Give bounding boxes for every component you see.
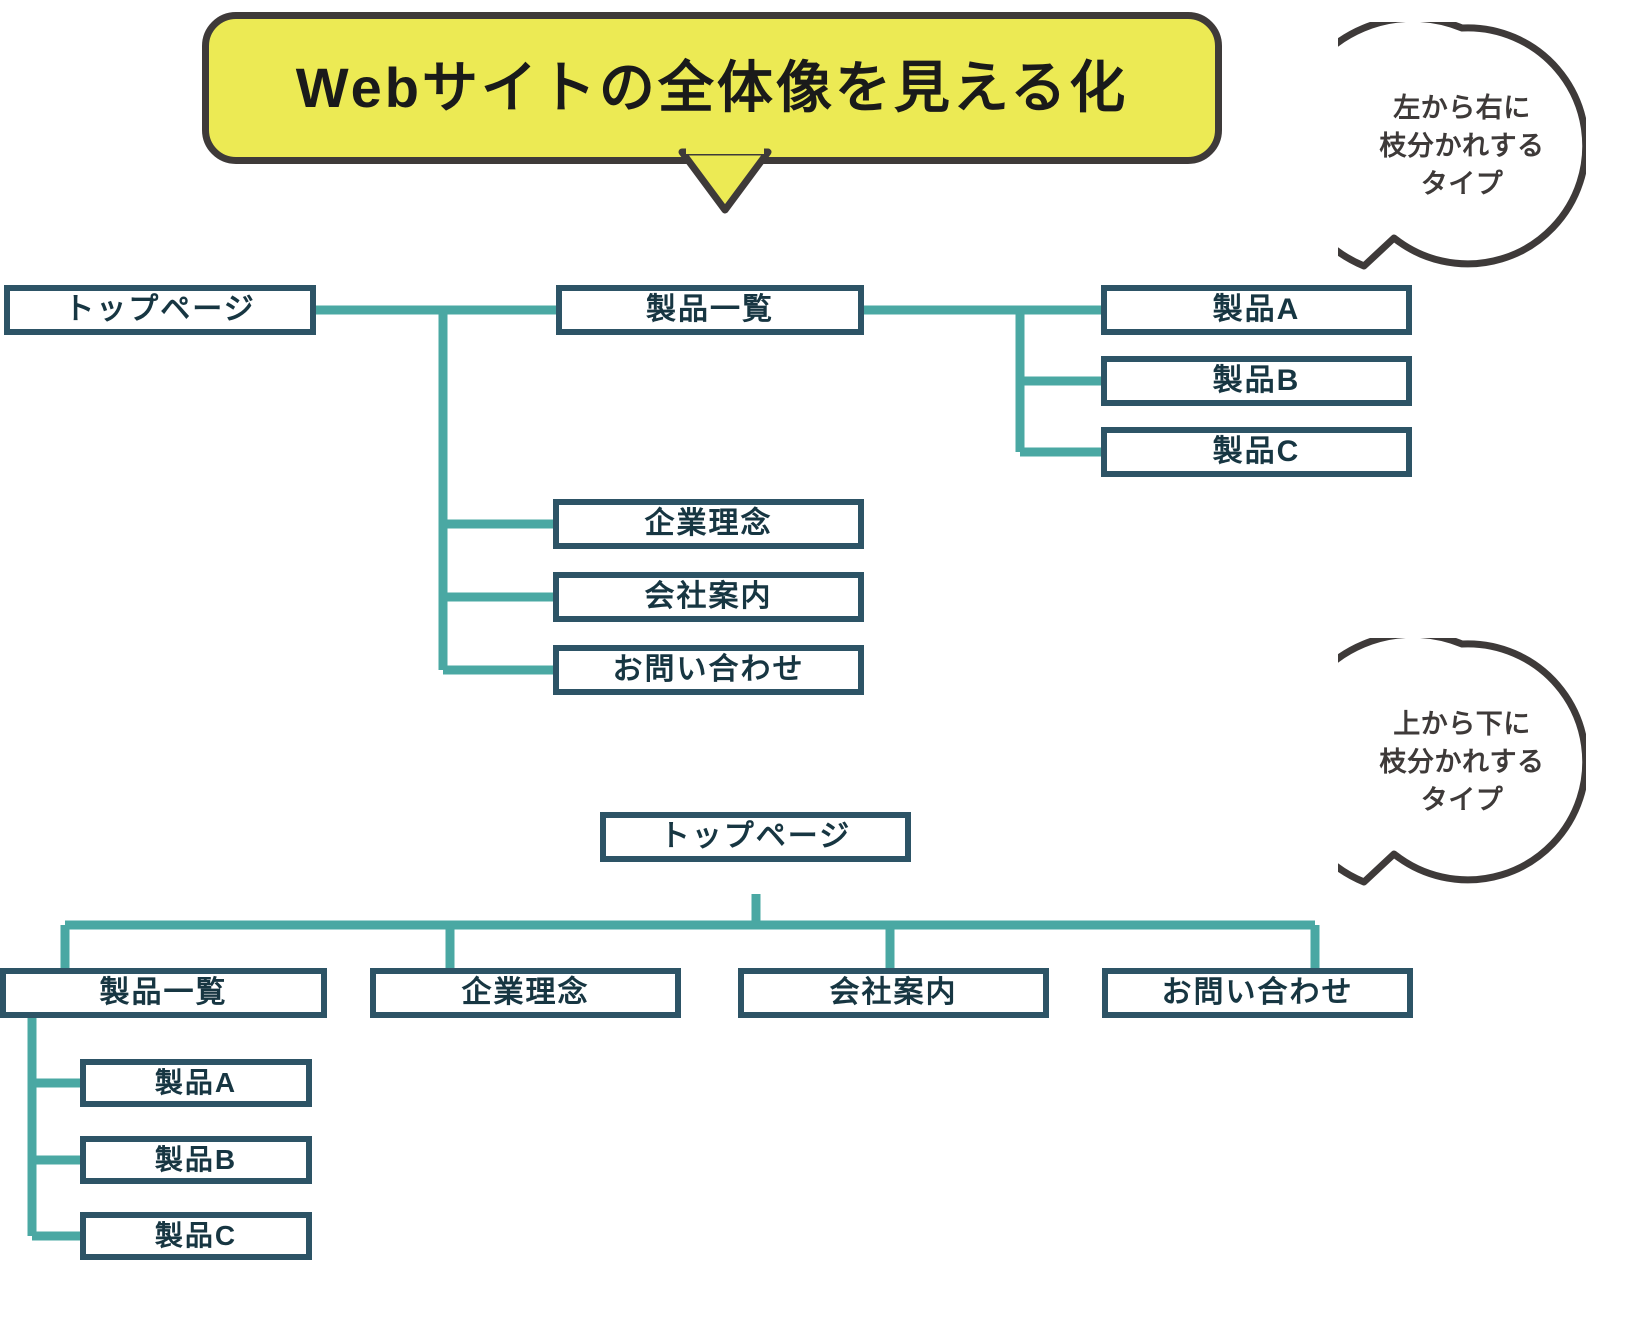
node-label: お問い合わせ bbox=[612, 653, 805, 686]
node-label: 企業理念 bbox=[644, 507, 773, 540]
node-product-a-horizontal[interactable]: 製品A bbox=[1101, 285, 1412, 335]
title-text: Webサイトの全体像を見える化 bbox=[295, 56, 1129, 119]
node-philosophy-vertical[interactable]: 企業理念 bbox=[370, 968, 681, 1018]
node-label: 製品A bbox=[154, 1067, 238, 1098]
node-contact-vertical[interactable]: お問い合わせ bbox=[1102, 968, 1413, 1018]
node-label: 製品B bbox=[154, 1144, 238, 1175]
node-label: 企業理念 bbox=[461, 976, 590, 1009]
node-label: 製品C bbox=[1212, 435, 1301, 468]
node-product-c-horizontal[interactable]: 製品C bbox=[1101, 427, 1412, 477]
node-label: トップページ bbox=[64, 293, 256, 326]
node-products-horizontal[interactable]: 製品一覧 bbox=[556, 285, 864, 335]
node-company-vertical[interactable]: 会社案内 bbox=[738, 968, 1049, 1018]
node-label: 製品B bbox=[1212, 364, 1301, 397]
callout2-line3: タイプ bbox=[1420, 785, 1504, 816]
node-label: 会社案内 bbox=[644, 580, 773, 613]
callout1-line1: 左から右に bbox=[1393, 92, 1531, 123]
node-top-page-vertical[interactable]: トップページ bbox=[600, 812, 911, 862]
node-products-vertical[interactable]: 製品一覧 bbox=[0, 968, 327, 1018]
callout1-line3: タイプ bbox=[1420, 169, 1504, 200]
top-to-bottom-callout: 上から下に 枝分かれする タイプ bbox=[1338, 638, 1586, 886]
node-label: トップページ bbox=[659, 820, 852, 853]
node-product-a-vertical[interactable]: 製品A bbox=[80, 1059, 312, 1107]
node-contact-horizontal[interactable]: お問い合わせ bbox=[553, 645, 864, 695]
callout1-line2: 枝分かれする bbox=[1379, 130, 1545, 161]
callout2-line1: 上から下に bbox=[1393, 708, 1531, 739]
callout2-line2: 枝分かれする bbox=[1379, 746, 1545, 777]
node-product-c-vertical[interactable]: 製品C bbox=[80, 1212, 312, 1260]
node-philosophy-horizontal[interactable]: 企業理念 bbox=[553, 499, 864, 549]
node-product-b-vertical[interactable]: 製品B bbox=[80, 1136, 312, 1184]
node-product-b-horizontal[interactable]: 製品B bbox=[1101, 356, 1412, 406]
left-to-right-callout: 左から右に 枝分かれする タイプ bbox=[1338, 22, 1586, 270]
title-banner: Webサイトの全体像を見える化 bbox=[202, 12, 1222, 164]
node-company-horizontal[interactable]: 会社案内 bbox=[553, 572, 864, 622]
node-top-page-horizontal[interactable]: トップページ bbox=[4, 285, 316, 335]
node-label: 製品A bbox=[1212, 293, 1301, 326]
node-label: お問い合わせ bbox=[1161, 976, 1354, 1009]
node-label: 会社案内 bbox=[829, 976, 958, 1009]
node-label: 製品C bbox=[154, 1220, 238, 1251]
node-label: 製品一覧 bbox=[99, 976, 228, 1009]
top-to-bottom-callout-text: 上から下に 枝分かれする タイプ bbox=[1338, 638, 1586, 886]
node-label: 製品一覧 bbox=[646, 293, 774, 326]
left-to-right-callout-text: 左から右に 枝分かれする タイプ bbox=[1338, 22, 1586, 270]
